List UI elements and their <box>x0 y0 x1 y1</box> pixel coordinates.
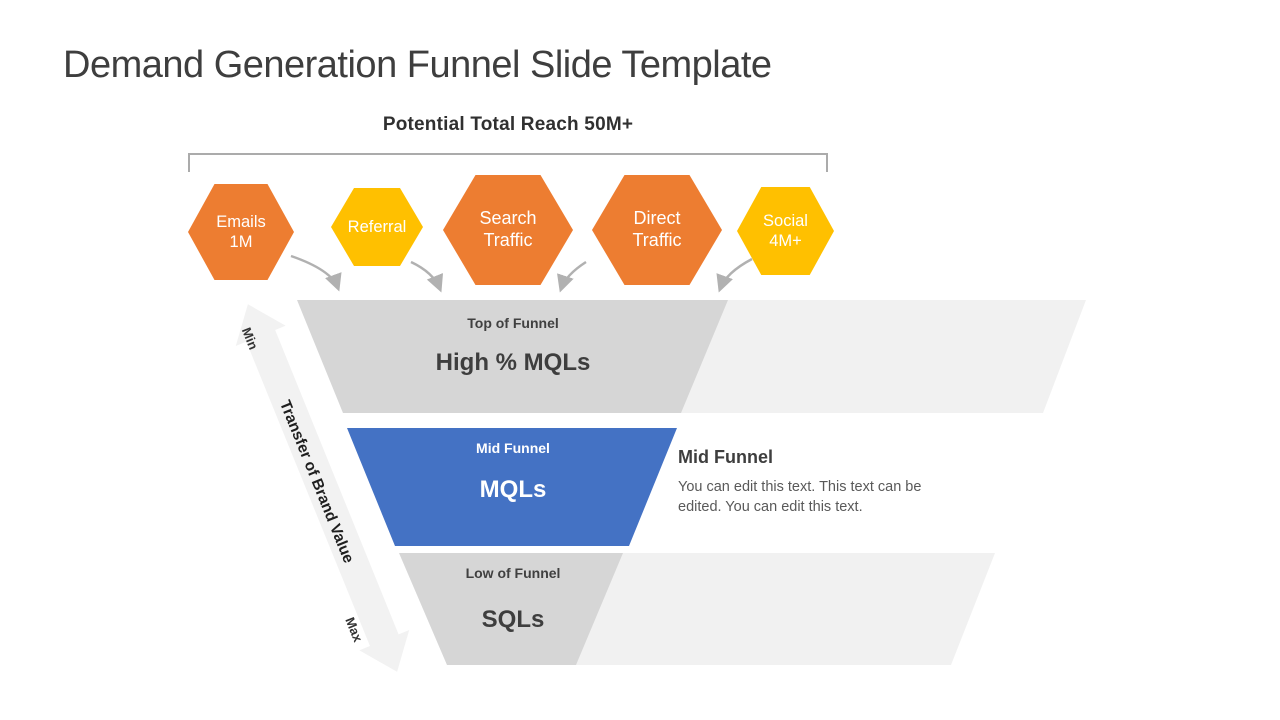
source-label-line: Traffic <box>632 230 682 250</box>
flow-arrow-emails <box>290 254 342 292</box>
source-hexagon-direct-traffic: Direct Traffic <box>592 175 722 285</box>
source-hexagon-referral: Referral <box>331 188 423 266</box>
source-hexagon-social: Social 4M+ <box>737 187 834 275</box>
source-label-line: Search <box>479 208 537 229</box>
source-label-line: Direct <box>633 208 681 229</box>
funnel-segment-mid <box>347 428 677 546</box>
reach-label: Potential Total Reach 50M+ <box>382 114 634 135</box>
brand-value-arrow <box>231 299 414 677</box>
source-label-line: Social <box>763 211 808 230</box>
flow-arrow-social <box>716 257 753 293</box>
source-label-line: 4M+ <box>769 232 802 250</box>
funnel-mid-metric-label: MQLs <box>479 476 547 503</box>
funnel-low-band <box>572 553 995 665</box>
funnel-low-metric-label: SQLs <box>481 606 545 633</box>
annotation-heading: Mid Funnel <box>678 447 773 467</box>
source-label-line: Emails <box>216 212 266 231</box>
source-label-line: Referral <box>347 217 407 236</box>
funnel-mid-stage-label: Mid Funnel <box>476 440 550 456</box>
source-label-line: Traffic <box>483 230 533 250</box>
annotation-body: You can edit this text. This text can be… <box>678 479 922 515</box>
reach-bracket <box>188 153 828 172</box>
funnel-top-band <box>676 300 1086 413</box>
page-title: Demand Generation Funnel Slide Template <box>63 44 772 86</box>
funnel-top-metric-label: High % MQLs <box>435 349 591 376</box>
flow-arrow-referral <box>410 260 444 293</box>
funnel-segment-low <box>399 553 623 665</box>
funnel-top-stage-label: Top of Funnel <box>467 315 559 331</box>
flow-arrow-search <box>557 260 587 293</box>
funnel-segment-top <box>297 300 728 413</box>
source-label-line: 1M <box>229 233 253 251</box>
funnel-low-stage-label: Low of Funnel <box>465 565 561 581</box>
